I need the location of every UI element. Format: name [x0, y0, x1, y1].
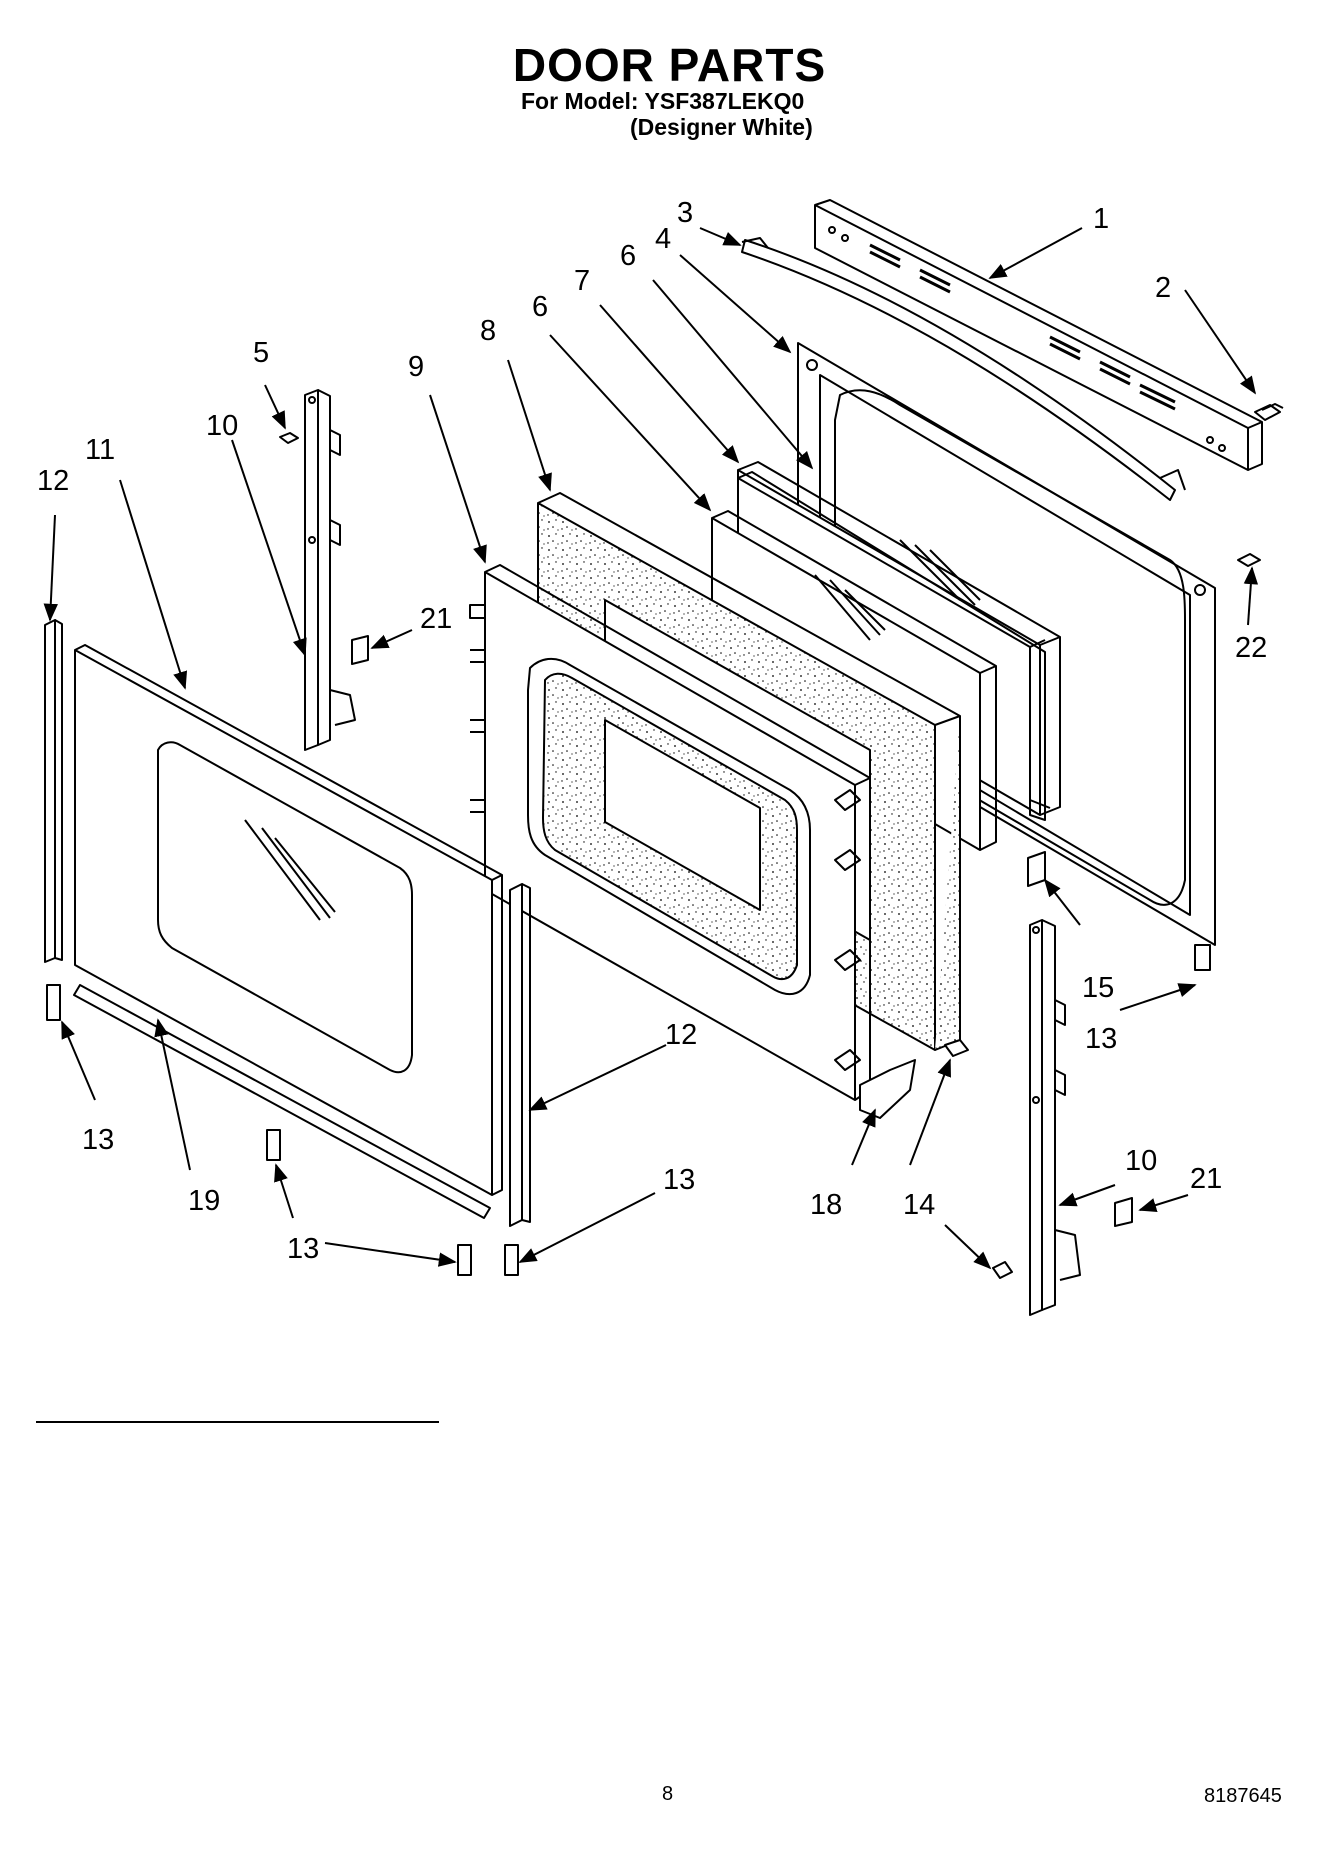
callout-5: 5 — [253, 337, 269, 369]
part-19-bottom-trim — [73, 984, 491, 1219]
callout-1: 1 — [1093, 203, 1109, 235]
color-line: (Designer White) — [630, 114, 813, 140]
callout-22: 22 — [1235, 632, 1267, 664]
document-number: 8187645 — [1204, 1785, 1282, 1807]
callout-6b: 6 — [532, 291, 548, 323]
screws — [46, 432, 1261, 1279]
callout-8: 8 — [480, 315, 496, 347]
part-12-side-trim-right — [509, 883, 531, 1227]
part-15-clip — [1027, 851, 1046, 887]
leader-lines — [43, 227, 1259, 1270]
callout-19: 19 — [188, 1185, 220, 1217]
callout-13a: 13 — [82, 1124, 114, 1156]
callout-2: 2 — [1155, 272, 1171, 304]
part-10-hinge-left — [304, 389, 356, 751]
callout-9: 9 — [408, 351, 424, 383]
callout-10a: 10 — [206, 410, 238, 442]
callout-21b: 21 — [1190, 1163, 1222, 1195]
callout-13c: 13 — [663, 1164, 695, 1196]
callout-4: 4 — [655, 223, 671, 255]
part-21-clip-left — [351, 635, 369, 665]
part-7-glass-pack — [737, 471, 1051, 821]
callout-14: 14 — [903, 1189, 935, 1221]
part-3-handle — [741, 237, 1186, 501]
callout-labels: 1 2 3 4 5 6 6 7 8 9 10 10 11 12 12 13 13… — [37, 197, 1267, 1265]
callout-12a: 12 — [37, 465, 69, 497]
part-10-hinge-right — [1029, 919, 1081, 1316]
callout-13d: 13 — [1085, 1023, 1117, 1055]
part-12-side-trim-left — [44, 619, 63, 963]
page-number: 8 — [662, 1783, 674, 1805]
callout-15: 15 — [1082, 972, 1114, 1004]
page-title: DOOR PARTS — [512, 39, 827, 91]
part-1-vent-trim — [814, 199, 1263, 471]
part-2-screw — [1254, 403, 1284, 421]
callout-7: 7 — [574, 265, 590, 297]
part-11-outer-door-glass — [74, 644, 503, 1196]
part-21-clip-right — [1114, 1197, 1133, 1227]
callout-13b: 13 — [287, 1233, 319, 1265]
part-9-door-liner — [469, 564, 871, 1101]
callout-10b: 10 — [1125, 1145, 1157, 1177]
callout-21a: 21 — [420, 603, 452, 635]
footnote-rule — [36, 1421, 439, 1423]
callout-6a: 6 — [620, 240, 636, 272]
callout-3: 3 — [677, 197, 693, 229]
part-18-bracket — [859, 1059, 916, 1119]
model-line: For Model: YSF387LEKQ0 — [521, 88, 805, 114]
callout-12b: 12 — [665, 1019, 697, 1051]
callout-11: 11 — [85, 434, 115, 466]
callout-18: 18 — [810, 1189, 842, 1221]
